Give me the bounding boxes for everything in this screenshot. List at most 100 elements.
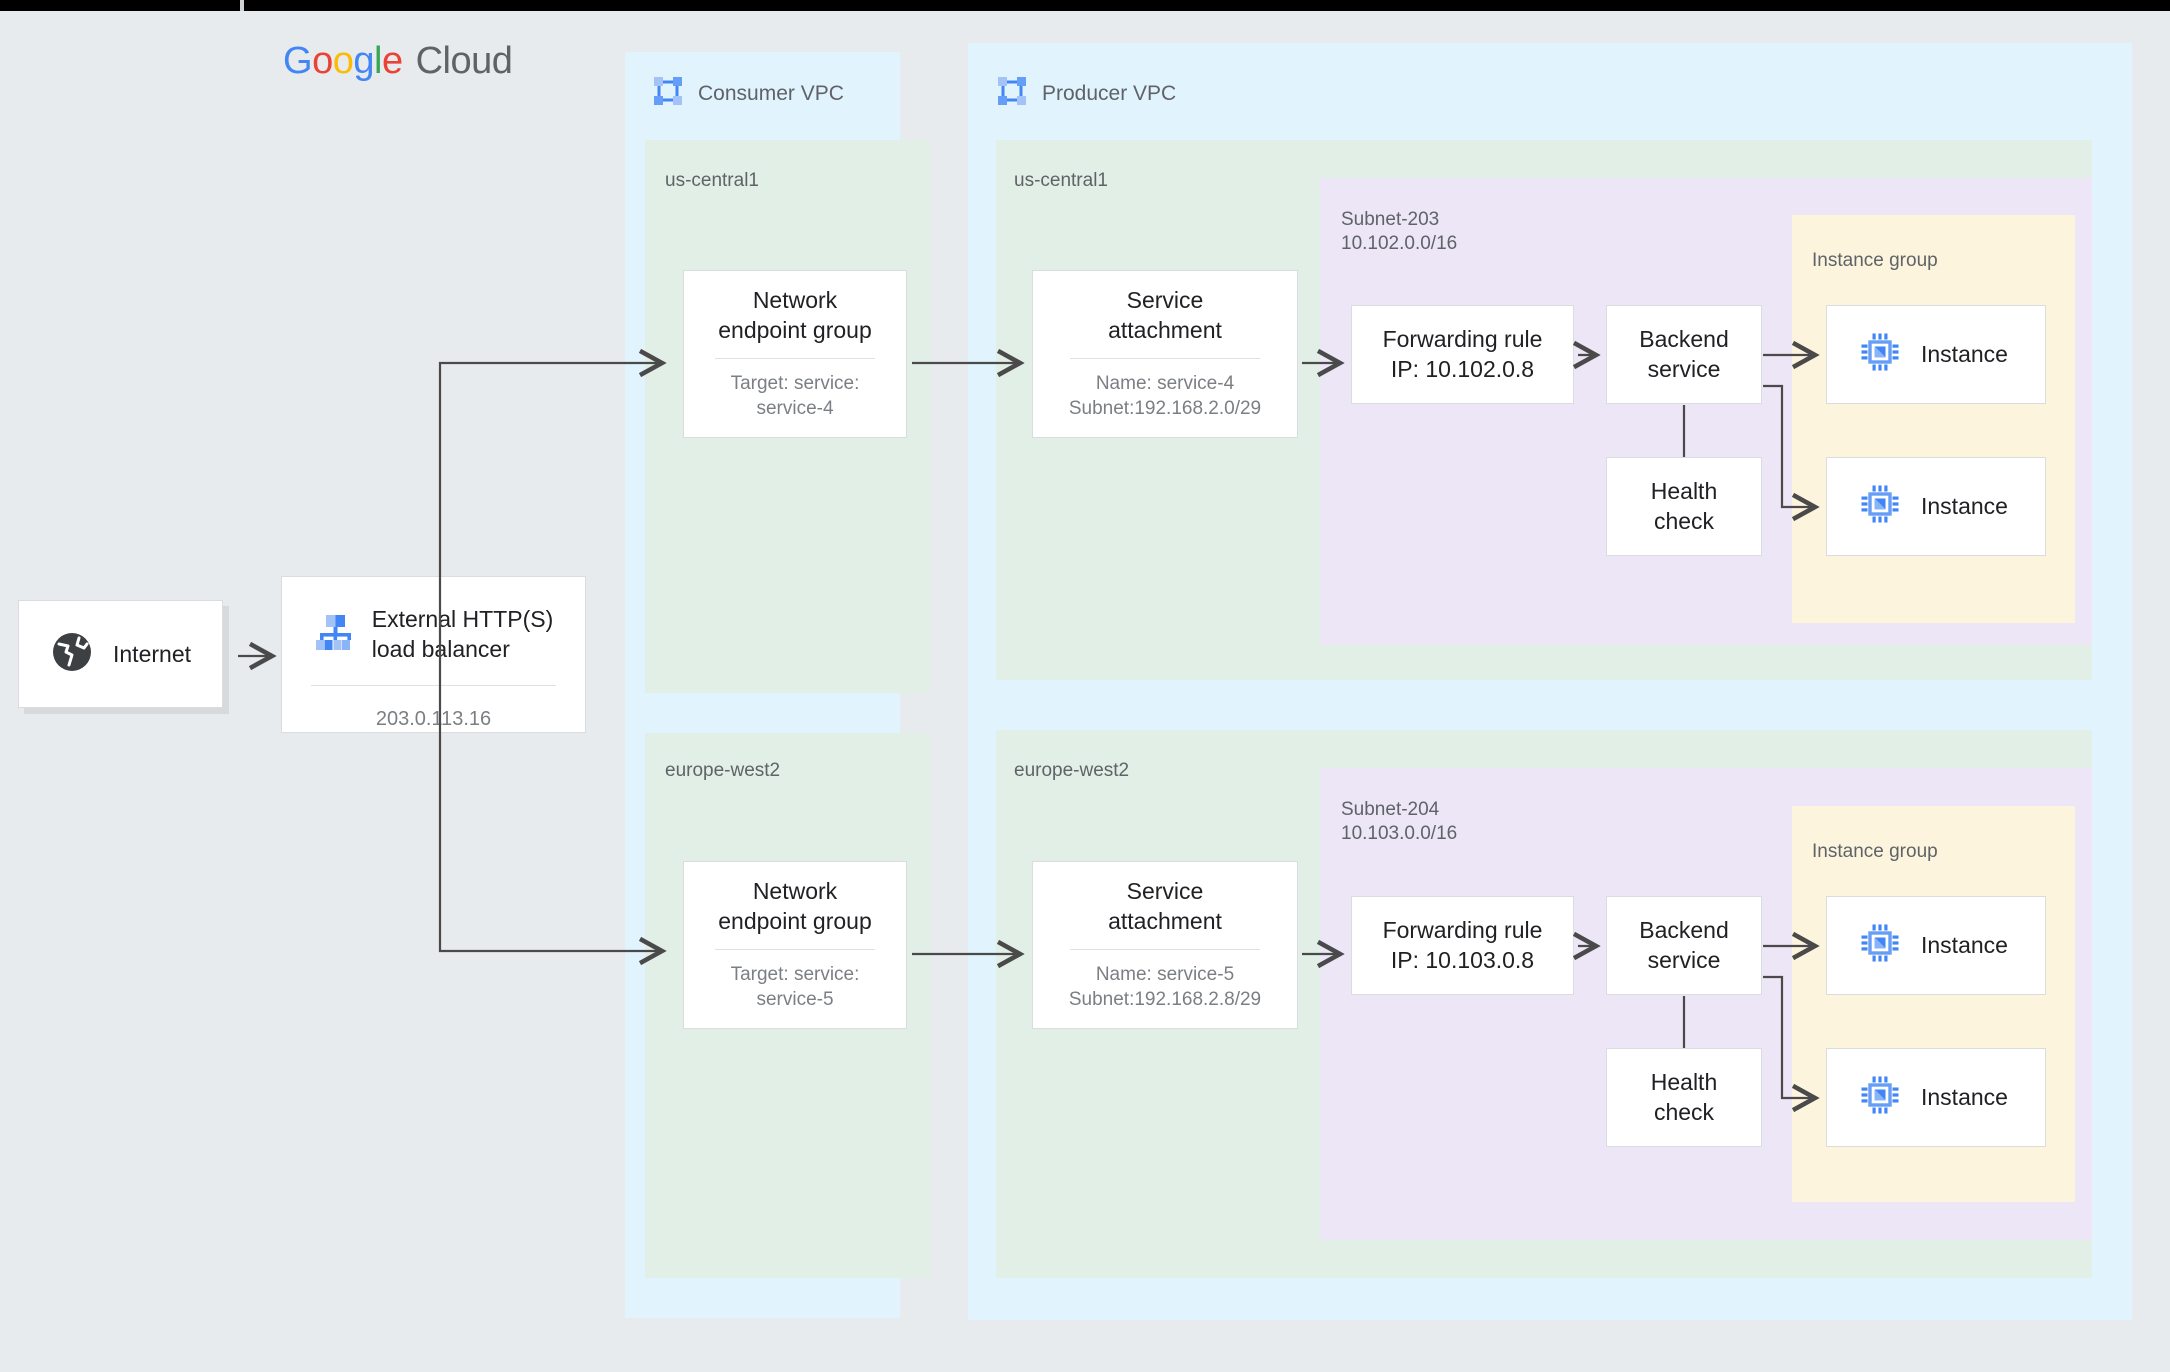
network-endpoint-group-card-1[interactable]: Network endpoint group Target: service: … xyxy=(683,861,907,1029)
health-check-card-1[interactable]: Health check xyxy=(1606,1048,1762,1147)
sa-title-line1-0: Service xyxy=(1126,287,1204,314)
neg-title-1: Network endpoint group xyxy=(718,877,871,936)
logo-letter-o2: o xyxy=(332,40,354,82)
instance-chip-icon xyxy=(1861,333,1899,376)
vpc-icon xyxy=(652,75,684,112)
logo-letter-g1: G xyxy=(283,40,313,82)
health-check-card-0[interactable]: Health check xyxy=(1606,457,1762,556)
neg-title-line2-1: endpoint group xyxy=(718,907,872,934)
forwarding-rule-card-0[interactable]: Forwarding rule IP: 10.102.0.8 xyxy=(1351,305,1574,404)
instance-card-1-1[interactable]: Instance xyxy=(1826,1048,2046,1147)
hc-text-0: Health check xyxy=(1651,477,1717,537)
neg-title-line1-0: Network xyxy=(752,287,838,314)
consumer-region-label-1: europe-west2 xyxy=(665,760,781,781)
neg-divider-0 xyxy=(715,358,875,360)
sa-sub-1: Name: service-5 Subnet:192.168.2.8/29 xyxy=(1069,963,1261,1012)
producer-vpc-header: Producer VPC xyxy=(996,75,1176,112)
bs-text-1: Backend service xyxy=(1639,916,1729,976)
sa-divider-0 xyxy=(1069,358,1261,360)
globe-icon xyxy=(51,631,93,678)
top-black-bar xyxy=(0,0,2170,11)
bs-line2-0: service xyxy=(1647,355,1721,382)
service-attachment-card-0[interactable]: Service attachment Name: service-4 Subne… xyxy=(1032,270,1298,438)
backend-service-card-1[interactable]: Backend service xyxy=(1606,896,1762,995)
instance-card-0-0[interactable]: Instance xyxy=(1826,305,2046,404)
fr-line2-1: IP: 10.103.0.8 xyxy=(1390,946,1535,973)
instance-group-label-1: Instance group xyxy=(1812,841,1938,862)
sa-sub-line2-1: Subnet:192.168.2.8/29 xyxy=(1068,988,1262,1010)
neg-title-line2-0: endpoint group xyxy=(718,316,872,343)
neg-sub-line2-1: service-5 xyxy=(756,988,834,1010)
instance-label-1-1: Instance xyxy=(1921,1084,2008,1110)
external-http-load-balancer-card[interactable]: External HTTP(S) load balancer 203.0.113… xyxy=(281,576,586,733)
neg-sub-line1-1: Target: service: xyxy=(730,964,860,986)
fr-text-0: Forwarding rule IP: 10.102.0.8 xyxy=(1383,325,1543,385)
hc-line2-0: check xyxy=(1653,507,1715,534)
service-attachment-card-1[interactable]: Service attachment Name: service-5 Subne… xyxy=(1032,861,1298,1029)
instance-label-1-0: Instance xyxy=(1921,932,2008,958)
logo-letter-g2: g xyxy=(353,40,374,82)
bs-text-0: Backend service xyxy=(1639,325,1729,385)
logo-letter-o1: o xyxy=(312,40,333,82)
fr-line2-0: IP: 10.102.0.8 xyxy=(1390,355,1535,382)
instance-group-label-0: Instance group xyxy=(1812,250,1938,271)
neg-sub-1: Target: service: service-5 xyxy=(731,963,860,1012)
lb-ip-address: 203.0.113.16 xyxy=(375,707,492,730)
sa-title-line1-1: Service xyxy=(1126,878,1204,905)
network-endpoint-group-card-0[interactable]: Network endpoint group Target: service: … xyxy=(683,270,907,438)
neg-title-0: Network endpoint group xyxy=(718,286,871,345)
hc-text-1: Health check xyxy=(1651,1068,1717,1128)
forwarding-rule-card-1[interactable]: Forwarding rule IP: 10.103.0.8 xyxy=(1351,896,1574,995)
producer-region-label-0: us-central1 xyxy=(1014,170,1108,191)
producer-region-label-1: europe-west2 xyxy=(1014,760,1130,781)
producer-vpc-title: Producer VPC xyxy=(1042,81,1177,105)
bs-line1-0: Backend xyxy=(1639,325,1729,352)
logo-word-cloud: Cloud xyxy=(415,40,513,82)
fr-line1-0: Forwarding rule xyxy=(1382,325,1543,352)
sa-sub-line1-0: Name: service-4 xyxy=(1095,373,1235,395)
lb-title-line2: load balancer xyxy=(371,635,510,662)
subnet-203-cidr: 10.102.0.0/16 xyxy=(1341,232,1458,254)
top-bar-notch xyxy=(240,0,244,11)
instance-card-1-0[interactable]: Instance xyxy=(1826,896,2046,995)
lb-header-row: External HTTP(S) load balancer xyxy=(314,605,553,665)
logo-letter-l: l xyxy=(373,40,382,82)
sa-title-line2-1: attachment xyxy=(1108,907,1222,934)
hc-line1-1: Health xyxy=(1650,1068,1718,1095)
consumer-vpc-header: Consumer VPC xyxy=(652,75,844,112)
neg-sub-0: Target: service: service-4 xyxy=(731,372,860,421)
lb-title-line1: External HTTP(S) xyxy=(371,606,554,632)
instance-chip-icon xyxy=(1861,924,1899,967)
sa-title-line2-0: attachment xyxy=(1108,316,1222,343)
backend-service-card-0[interactable]: Backend service xyxy=(1606,305,1762,404)
internet-label: Internet xyxy=(113,640,191,667)
load-balancer-icon xyxy=(314,612,354,657)
instance-chip-icon xyxy=(1861,485,1899,528)
hc-line2-1: check xyxy=(1653,1098,1715,1125)
sa-sub-line1-1: Name: service-5 xyxy=(1095,964,1235,986)
neg-sub-line1-0: Target: service: xyxy=(730,373,860,395)
vpc-icon xyxy=(996,75,1028,112)
sa-title-1: Service attachment xyxy=(1108,877,1222,936)
sa-title-0: Service attachment xyxy=(1108,286,1222,345)
consumer-vpc-title: Consumer VPC xyxy=(698,81,844,105)
internet-card[interactable]: Internet xyxy=(18,600,223,708)
subnet-204-label: Subnet-204 10.103.0.0/16 xyxy=(1341,798,1457,846)
instance-label-0-0: Instance xyxy=(1921,341,2008,367)
neg-title-line1-1: Network xyxy=(752,878,838,905)
fr-line1-1: Forwarding rule xyxy=(1382,916,1543,943)
neg-divider-1 xyxy=(715,949,875,951)
sa-divider-1 xyxy=(1069,949,1261,951)
subnet-204-name: Subnet-204 xyxy=(1341,799,1440,820)
bs-line2-1: service xyxy=(1647,946,1721,973)
neg-sub-line2-0: service-4 xyxy=(756,397,834,419)
sa-sub-0: Name: service-4 Subnet:192.168.2.0/29 xyxy=(1069,372,1261,421)
sa-sub-line2-0: Subnet:192.168.2.0/29 xyxy=(1068,397,1262,419)
lb-title: External HTTP(S) load balancer xyxy=(372,605,553,665)
hc-line1-0: Health xyxy=(1650,477,1718,504)
subnet-203-name: Subnet-203 xyxy=(1341,209,1440,230)
instance-card-0-1[interactable]: Instance xyxy=(1826,457,2046,556)
bs-line1-1: Backend xyxy=(1639,916,1729,943)
subnet-203-label: Subnet-203 10.102.0.0/16 xyxy=(1341,208,1457,256)
